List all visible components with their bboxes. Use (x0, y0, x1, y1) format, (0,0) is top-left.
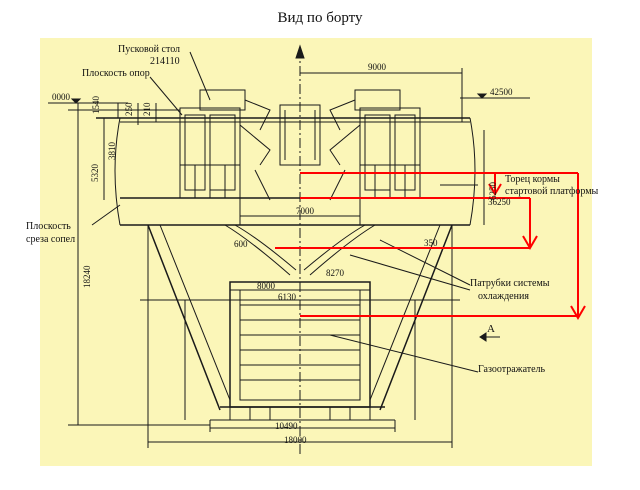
dim-600: 600 (234, 239, 248, 249)
label-stern-end-2: стартовой платформы (505, 186, 599, 197)
dim-0000: 0000 (52, 92, 70, 102)
dim-350: 350 (424, 238, 438, 248)
dim-36250: 36250 (488, 197, 511, 207)
label-nozzle-cut-1: Плоскость (26, 221, 71, 232)
label-launch-table-num: 214110 (150, 56, 180, 67)
dim-1540: 1540 (91, 96, 101, 114)
label-support-plane: Плоскость опор (82, 68, 150, 79)
label-stern-end-1: Торец кормы (505, 174, 560, 185)
dim-9000: 9000 (368, 62, 386, 72)
dim-6130: 6130 (278, 292, 296, 302)
label-cooling-pipes-2: охлаждения (478, 291, 529, 302)
page-title: Вид по борту (277, 10, 363, 26)
dim-210: 210 (142, 102, 152, 117)
label-view-a: A (487, 323, 495, 335)
label-launch-table: Пусковой стол (118, 44, 181, 55)
dim-250: 250 (124, 102, 134, 117)
red-annotations (275, 172, 586, 320)
sheet-background (40, 38, 592, 466)
dim-7000: 7000 (296, 206, 314, 216)
dim-18240: 18240 (82, 265, 92, 289)
dim-8270: 8270 (326, 268, 344, 278)
dim-10490: 10490 (275, 421, 298, 431)
dim-18000: 18000 (284, 435, 307, 445)
label-nozzle-cut-2: среза сопел (26, 234, 76, 245)
label-gas-deflector: Газоотражатель (478, 364, 546, 375)
dim-8000: 8000 (257, 281, 275, 291)
dim-5320: 5320 (90, 164, 100, 182)
dim-3810: 3810 (107, 142, 117, 160)
label-cooling-pipes-1: Патрубки системы (470, 278, 550, 289)
dim-42500: 42500 (490, 87, 513, 97)
